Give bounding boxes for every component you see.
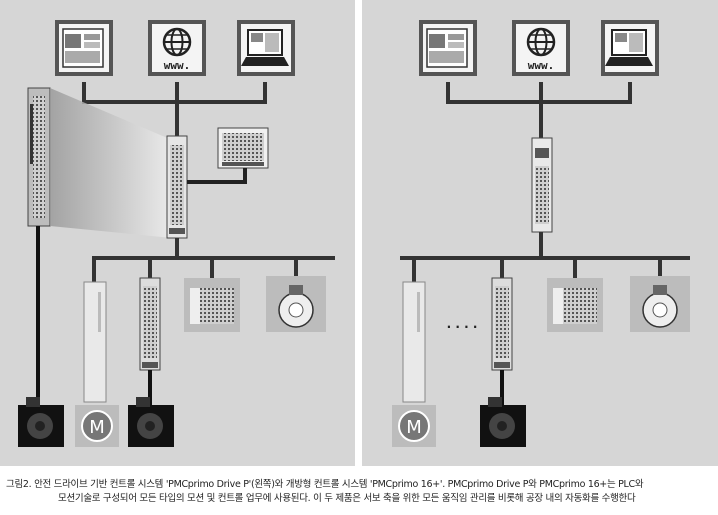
- right-field-bus: [400, 256, 690, 282]
- motor-m-icon: M: [392, 405, 436, 447]
- right-top-network-bus: [446, 82, 632, 138]
- ellipsis-more-drives: . . . .: [447, 317, 478, 331]
- www-globe-icon: www.: [148, 20, 206, 76]
- caption-line-2: 모션기술로 구성되어 모든 타입의 모션 및 컨트롤 업무에 사용된다. 이 두…: [58, 493, 636, 504]
- laptop-icon: [601, 20, 659, 76]
- magnification-cone: [50, 88, 172, 238]
- www-label: www.: [528, 59, 555, 72]
- plc-link: [187, 168, 247, 184]
- plc-module: [217, 127, 269, 169]
- www-globe-icon: www.: [512, 20, 570, 76]
- monitor-icon: [419, 20, 477, 76]
- motor-label: M: [406, 417, 422, 438]
- figure-caption: 그림2. 안전 드라이브 기반 컨트롤 시스템 'PMCprimo Drive …: [6, 478, 714, 506]
- io-module: [547, 278, 603, 332]
- servo-drive-light: [402, 281, 426, 403]
- servo-drive-dark: [491, 277, 513, 371]
- servo-motor-icon: [128, 397, 174, 447]
- servo-drive-dark: [139, 277, 161, 371]
- encoder-icon: [266, 276, 326, 332]
- monitor-icon: [55, 20, 113, 76]
- servo-drive-light: [83, 281, 107, 403]
- laptop-icon: [237, 20, 295, 76]
- servo-motor-icon: [18, 397, 64, 447]
- left-field-bus: [92, 256, 335, 282]
- servo-motor-icon: [480, 397, 526, 447]
- drive-rack-unit: [27, 87, 51, 227]
- motor-label: M: [89, 417, 105, 438]
- pmcprimo-drive-p-unit: [166, 135, 188, 239]
- system-diagram: www.: [18, 20, 690, 447]
- caption-line-1: 그림2. 안전 드라이브 기반 컨트롤 시스템 'PMCprimo Drive …: [6, 479, 644, 490]
- www-label: www.: [164, 59, 191, 72]
- io-module: [184, 278, 240, 332]
- left-top-network-bus: [82, 82, 267, 140]
- pmcprimo-16plus-unit: [531, 137, 553, 233]
- motor-m-icon: M: [75, 405, 119, 447]
- encoder-icon: [630, 276, 690, 332]
